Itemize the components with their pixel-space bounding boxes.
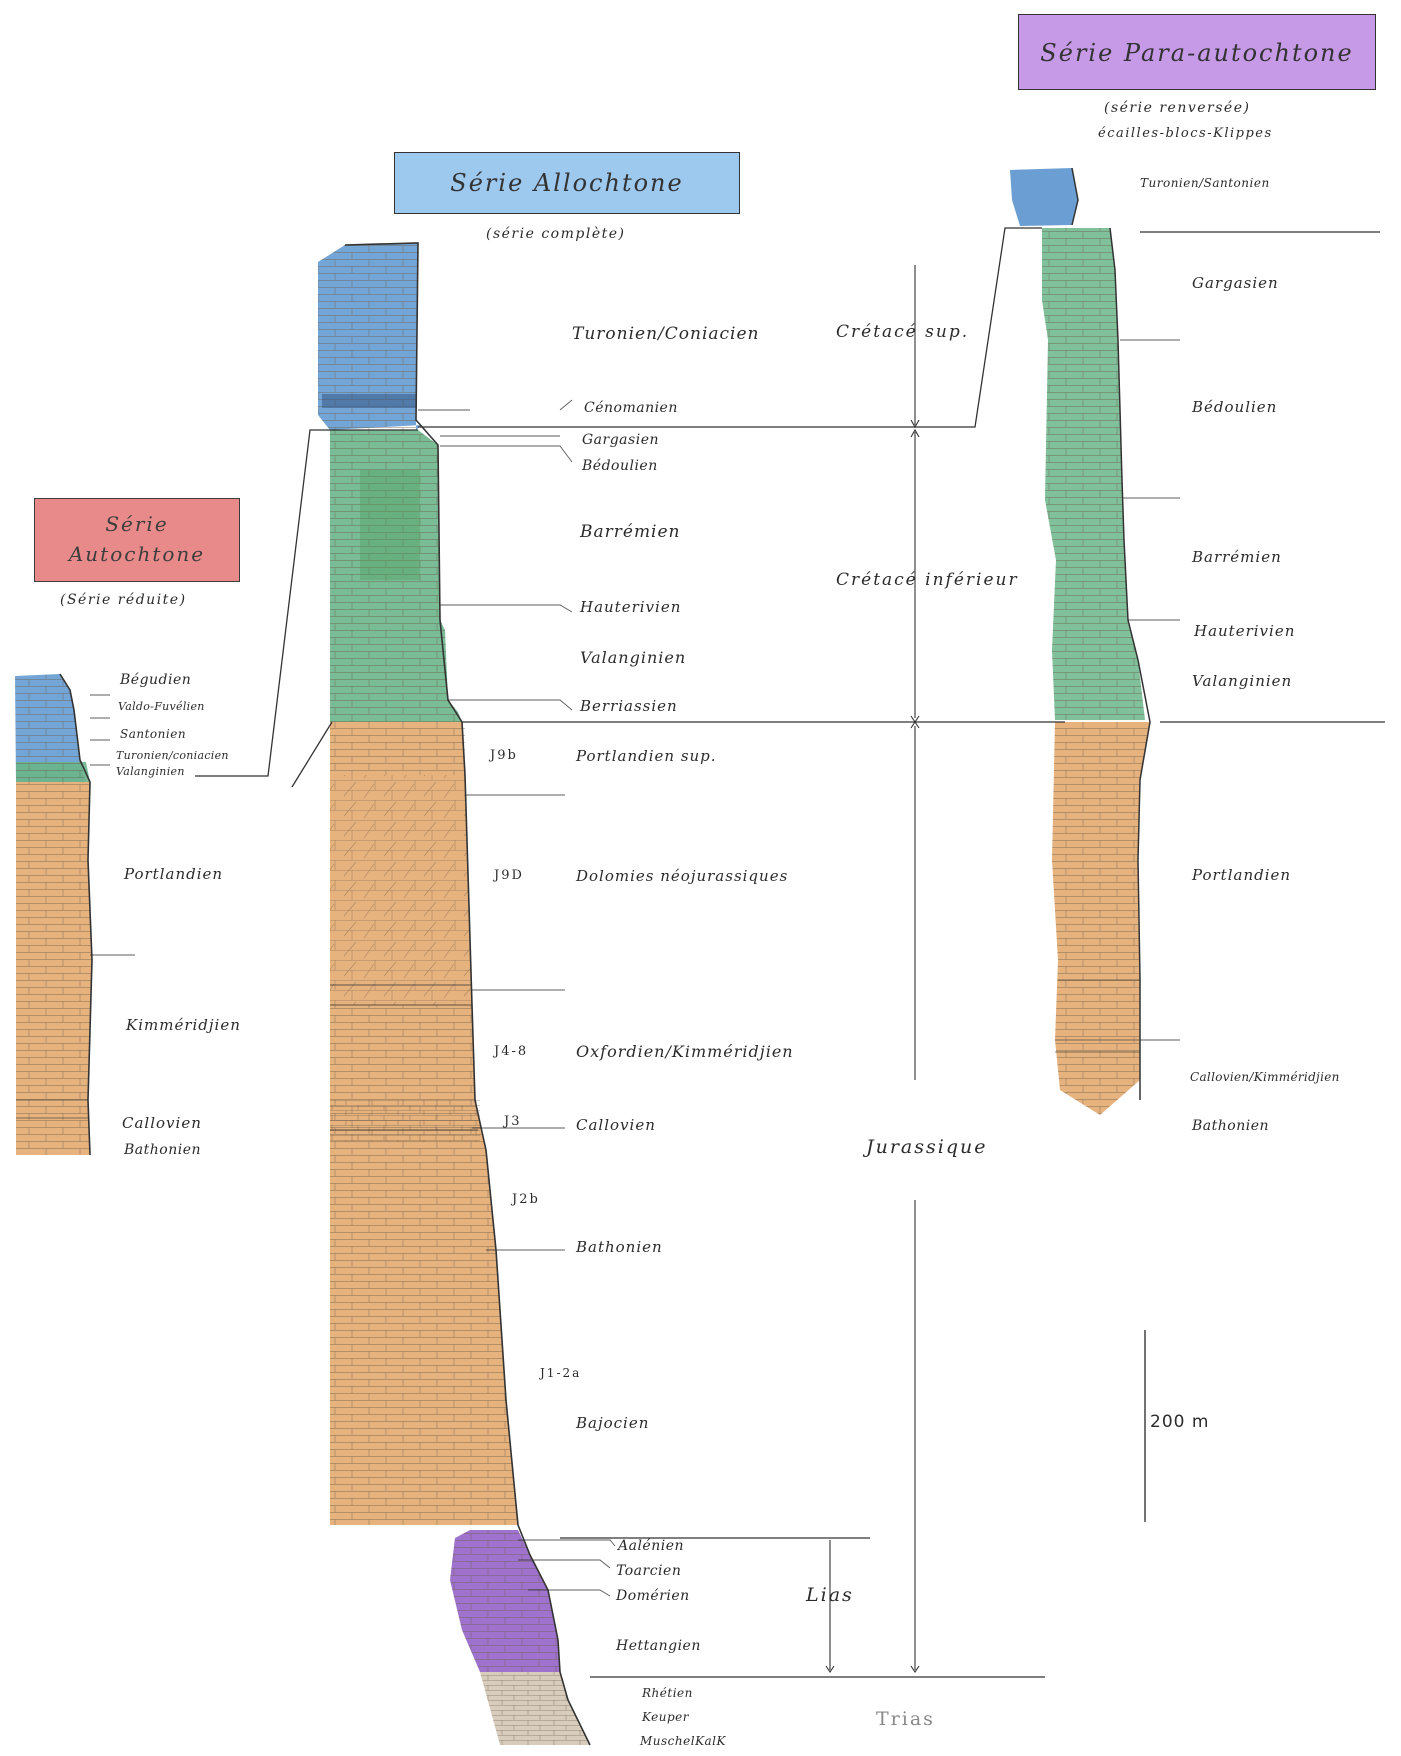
para-stage-valanginien: Valanginien <box>1192 672 1292 690</box>
scale-label: 200 m <box>1150 1412 1209 1432</box>
allo-code-j1-2a: J1-2a <box>540 1366 581 1380</box>
allo-stage-bedoulien: Bédoulien <box>582 458 658 474</box>
auto-stage-callovien: Callovien <box>122 1114 202 1132</box>
column-allochtone <box>318 243 590 1745</box>
auto-stage-santonien: Santonien <box>120 727 186 741</box>
subtitle-para-2: écailles-blocs-Klippes <box>1098 126 1273 141</box>
period-cretace-sup: Crétacé sup. <box>836 322 969 342</box>
period-jurassique: Jurassique <box>866 1136 988 1158</box>
title-autochtone-line1: Série <box>35 509 239 539</box>
allo-stage-gargasien: Gargasien <box>582 432 659 448</box>
para-stage-hauterivien: Hauterivien <box>1194 622 1295 640</box>
period-cretace-inf: Crétacé inférieur <box>836 570 1019 590</box>
auto-stage-kimmeridjien: Kimméridjien <box>126 1016 241 1034</box>
para-stage-portlandien: Portlandien <box>1192 866 1291 884</box>
allo-stage-rhetien: Rhétien <box>642 1686 693 1700</box>
period-trias: Trias <box>876 1708 935 1730</box>
allo-stage-dolomies: Dolomies néojurassiques <box>576 867 788 885</box>
subtitle-allochtone: (série complète) <box>486 226 625 242</box>
allo-stage-toarcien: Toarcien <box>616 1563 681 1579</box>
title-box-allochtone: Série Allochtone <box>394 152 740 214</box>
para-stage-bathonien: Bathonien <box>1192 1118 1269 1134</box>
allo-code-j2b: J2b <box>512 1192 540 1207</box>
allo-stage-barremien: Barrémien <box>580 522 681 542</box>
allo-code-j3: J3 <box>504 1114 521 1129</box>
column-para-autochtone <box>1010 168 1150 1115</box>
allo-stage-callovien: Callovien <box>576 1116 656 1134</box>
allo-stage-hauterivien: Hauterivien <box>580 598 681 616</box>
allo-stage-domerien: Domérien <box>616 1588 690 1604</box>
title-para: Série Para-autochtone <box>1040 39 1353 67</box>
subtitle-autochtone: (Série réduite) <box>60 592 187 608</box>
title-autochtone-line2: Autochtone <box>35 539 239 569</box>
para-stage-gargasien: Gargasien <box>1192 274 1279 292</box>
allo-stage-turonien-coniacien: Turonien/Coniacien <box>572 324 760 344</box>
para-stage-barremien: Barrémien <box>1192 548 1282 566</box>
title-box-autochtone: Série Autochtone <box>34 498 240 582</box>
allo-stage-berriassien: Berriassien <box>580 697 678 715</box>
allo-stage-muschelkalk: MuschelKalK <box>640 1734 726 1748</box>
column-autochtone <box>15 674 92 1155</box>
para-stage-bedoulien: Bédoulien <box>1192 398 1277 416</box>
auto-stage-bathonien: Bathonien <box>124 1142 201 1158</box>
allo-stage-aalenien: Aalénien <box>618 1538 684 1554</box>
allo-stage-hettangien: Hettangien <box>616 1638 701 1654</box>
auto-stage-begudien: Bégudien <box>120 672 191 688</box>
allo-stage-keuper: Keuper <box>642 1710 689 1724</box>
period-lias: Lias <box>806 1584 854 1606</box>
auto-stage-portlandien: Portlandien <box>124 865 223 883</box>
allo-code-j9d: J9D <box>494 868 524 883</box>
title-allochtone: Série Allochtone <box>450 169 683 197</box>
title-box-para: Série Para-autochtone <box>1018 14 1376 90</box>
para-cretace-sup <box>1010 168 1078 226</box>
allo-stage-valanginien: Valanginien <box>580 648 686 667</box>
allo-stage-portlandien-sup: Portlandien sup. <box>576 747 717 765</box>
allo-code-j9b: J9b <box>490 748 518 763</box>
auto-stage-turonien: Turonien/coniacien <box>116 749 229 762</box>
para-stage-turonien-santonien: Turonien/Santonien <box>1140 176 1270 190</box>
auto-stage-valanginien: Valanginien <box>116 765 185 778</box>
subtitle-para-1: (série renversée) <box>1104 100 1250 116</box>
allo-stage-cenomanien: Cénomanien <box>584 400 678 416</box>
allo-stage-bajocien: Bajocien <box>576 1414 649 1432</box>
allo-stage-oxfordien: Oxfordien/Kimméridjien <box>576 1042 794 1061</box>
para-stage-callovien-kimmeridjien: Callovien/Kimméridjien <box>1190 1070 1340 1084</box>
auto-stage-valdo: Valdo-Fuvélien <box>118 700 205 713</box>
allo-stage-bathonien: Bathonien <box>576 1238 663 1256</box>
allo-code-j4-8: J4-8 <box>494 1044 528 1059</box>
